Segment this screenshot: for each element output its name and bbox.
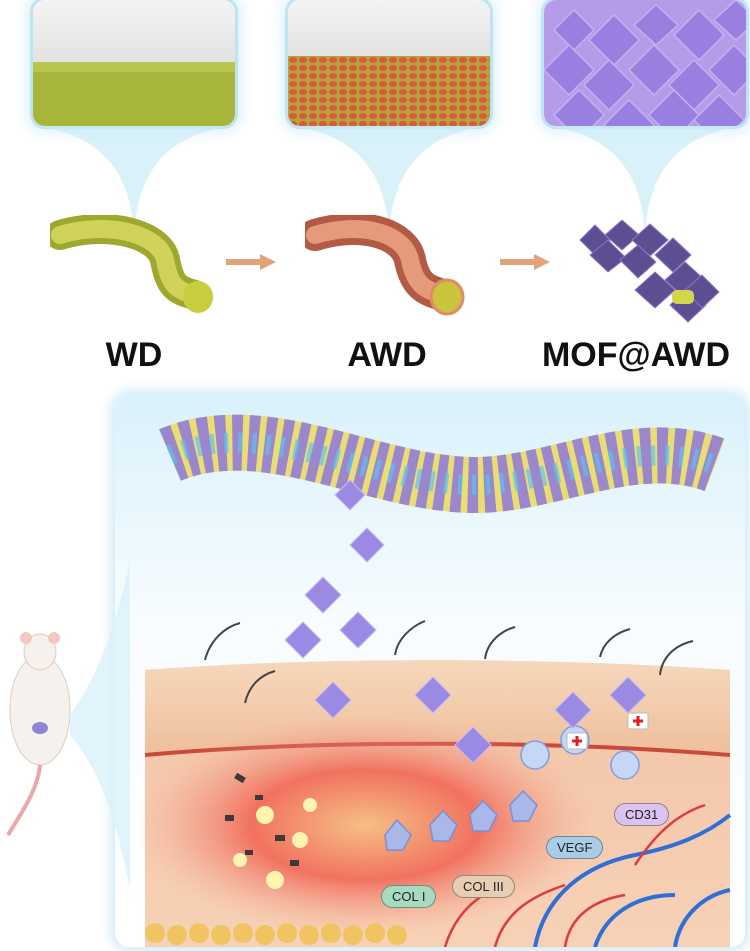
wd-zoom-panel bbox=[33, 0, 235, 126]
awd-zoom-panel bbox=[288, 0, 490, 126]
marker-cd31: CD31 bbox=[614, 803, 670, 826]
marker-col-i: COL I bbox=[381, 885, 437, 908]
awd-coating-illustration bbox=[288, 0, 490, 126]
mof-awd-fiber bbox=[579, 220, 720, 323]
wound-healing-panel bbox=[115, 395, 745, 947]
skin-tissue-illustration bbox=[135, 414, 732, 947]
arrow-awd-to-mof bbox=[500, 254, 550, 270]
stage-label-wd: WD bbox=[105, 336, 163, 374]
wd-zoom-cone bbox=[33, 126, 235, 244]
wd-coating-illustration bbox=[33, 0, 235, 126]
awd-fiber bbox=[305, 215, 465, 316]
awd-zoom-cone bbox=[288, 126, 490, 244]
marker-col-iii: COL III bbox=[452, 875, 515, 898]
marker-vegf: VEGF bbox=[546, 836, 604, 859]
mof-zoom-panel bbox=[544, 0, 746, 126]
mouse-zoom-cone bbox=[70, 560, 130, 890]
stage-label-mof-awd: MOF@AWD bbox=[541, 336, 730, 374]
stage-label-awd: AWD bbox=[347, 336, 427, 374]
arrow-wd-to-awd bbox=[226, 254, 276, 270]
mof-zoom-cone bbox=[544, 126, 746, 244]
mof-octahedra-illustration bbox=[544, 0, 746, 126]
wound-site-marker bbox=[32, 722, 48, 734]
mouse-model-illustration bbox=[6, 632, 71, 837]
wd-fiber bbox=[50, 215, 213, 313]
